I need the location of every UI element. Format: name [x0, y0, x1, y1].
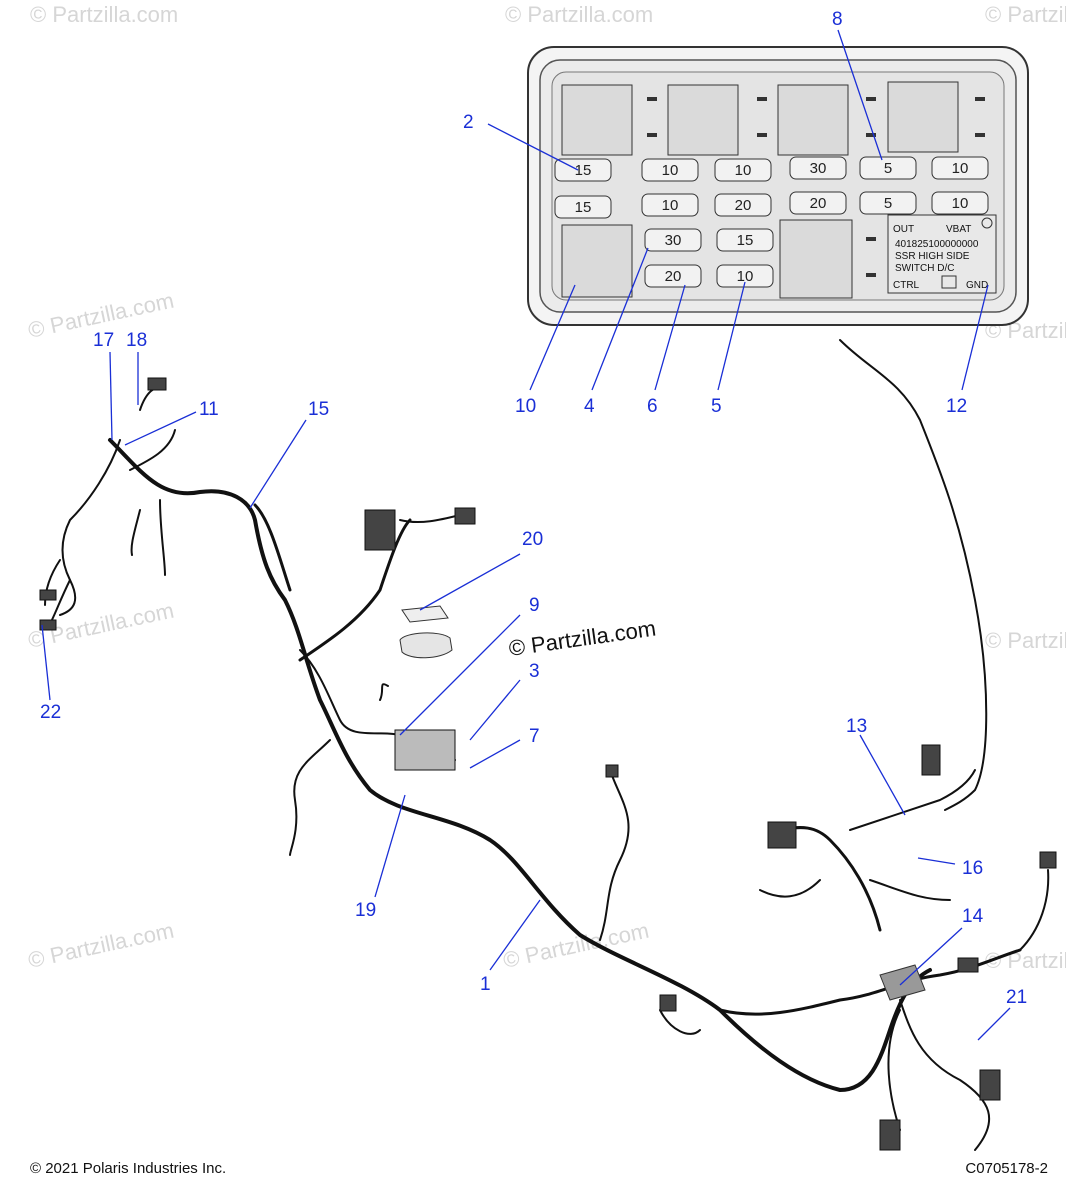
callout-10: 10 — [515, 396, 536, 417]
fuse — [859, 156, 917, 180]
fuse — [716, 264, 774, 288]
fuse-box: OUT VBAT 401825100000000 SSR HIGH SIDE S… — [527, 46, 1029, 326]
fuse-group: 15 15 10 10 30 20 10 20 15 10 30 20 5 5 10 10 — [554, 156, 989, 288]
fuse — [714, 193, 772, 217]
relay — [779, 219, 853, 299]
callout-14: 14 — [962, 906, 984, 927]
callout-19: 19 — [355, 900, 376, 921]
callout-20: 20 — [522, 529, 543, 550]
fuse — [641, 158, 699, 182]
callout-11: 11 — [199, 399, 219, 420]
watermark: © Partzilla.com — [505, 2, 653, 27]
callout-12: 12 — [946, 396, 967, 417]
fuse — [931, 191, 989, 215]
watermark: © Partzilla.com — [985, 2, 1066, 27]
copyright-notice: © 2021 Polaris Industries Inc. — [30, 1160, 227, 1177]
relay — [561, 224, 633, 298]
fuse-rating: 20 — [665, 268, 682, 285]
watermark: © Partzilla.com — [501, 918, 651, 973]
fuse-rating: 30 — [665, 232, 682, 249]
relay — [667, 84, 739, 156]
fuse-rating: 10 — [735, 162, 752, 179]
ssr-gnd-label: GND — [966, 280, 988, 291]
relay — [561, 84, 633, 156]
fuse-rating: 10 — [952, 160, 969, 177]
callout-18: 18 — [126, 330, 147, 351]
fuse-rating: 15 — [575, 162, 592, 179]
callout-13: 13 — [846, 716, 867, 737]
fuse-rating: 30 — [810, 160, 827, 177]
watermark: © Partzilla.com — [985, 628, 1066, 653]
fuse-rating: 20 — [810, 195, 827, 212]
callout-5: 5 — [711, 396, 722, 417]
leader-lines — [41, 29, 1011, 1041]
fuse-rating: 5 — [884, 160, 892, 177]
wiring-harness — [39, 339, 1057, 1151]
callout-4: 4 — [584, 396, 595, 417]
callout-2: 2 — [463, 112, 474, 133]
fuse — [789, 191, 847, 215]
fuse — [554, 195, 612, 219]
callout-labels: 1 2 3 4 5 6 7 8 9 10 11 12 13 14 15 16 1… — [40, 9, 1027, 1008]
ssr-part-number: 401825100000000 — [895, 239, 979, 250]
callout-21: 21 — [1006, 987, 1027, 1008]
part-code: C0705178-2 — [965, 1160, 1048, 1177]
callout-6: 6 — [647, 396, 658, 417]
callout-17: 17 — [93, 330, 114, 351]
ssr-ctrl-label: CTRL — [893, 280, 920, 291]
fuse — [644, 228, 702, 252]
callout-3: 3 — [529, 661, 540, 682]
fuse-rating: 15 — [575, 199, 592, 216]
fuse — [644, 264, 702, 288]
fuse-rating: 20 — [735, 197, 752, 214]
ssr-line-2: SWITCH D/C — [895, 263, 954, 274]
relay — [887, 81, 959, 153]
fuse — [714, 158, 772, 182]
fuse — [931, 156, 989, 180]
watermark: © Partzilla.com — [985, 948, 1066, 973]
watermark: © Partzilla.com — [30, 2, 178, 27]
fuse — [641, 193, 699, 217]
fuse — [716, 228, 774, 252]
watermark: © Partzilla.com — [26, 918, 176, 973]
fuse-rating: 10 — [662, 197, 679, 214]
callout-8: 8 — [832, 9, 843, 30]
fuse-rating: 10 — [737, 268, 754, 285]
fuse-rating: 10 — [952, 195, 969, 212]
fuse-rating: 5 — [884, 195, 892, 212]
callout-22: 22 — [40, 702, 61, 723]
callout-7: 7 — [529, 726, 540, 747]
center-watermark: © Partzilla.com — [507, 616, 657, 661]
callout-1: 1 — [480, 974, 491, 995]
fuse-rating: 10 — [662, 162, 679, 179]
fuse — [554, 158, 612, 182]
callout-16: 16 — [962, 858, 983, 879]
ssr-out-label: OUT — [893, 224, 914, 235]
ssr-vbat-label: VBAT — [946, 224, 971, 235]
relay — [777, 84, 849, 156]
fuse — [789, 156, 847, 180]
fuse — [859, 191, 917, 215]
ssr-line-1: SSR HIGH SIDE — [895, 251, 970, 262]
fuse-rating: 15 — [737, 232, 754, 249]
callout-9: 9 — [529, 595, 540, 616]
callout-15: 15 — [308, 399, 329, 420]
